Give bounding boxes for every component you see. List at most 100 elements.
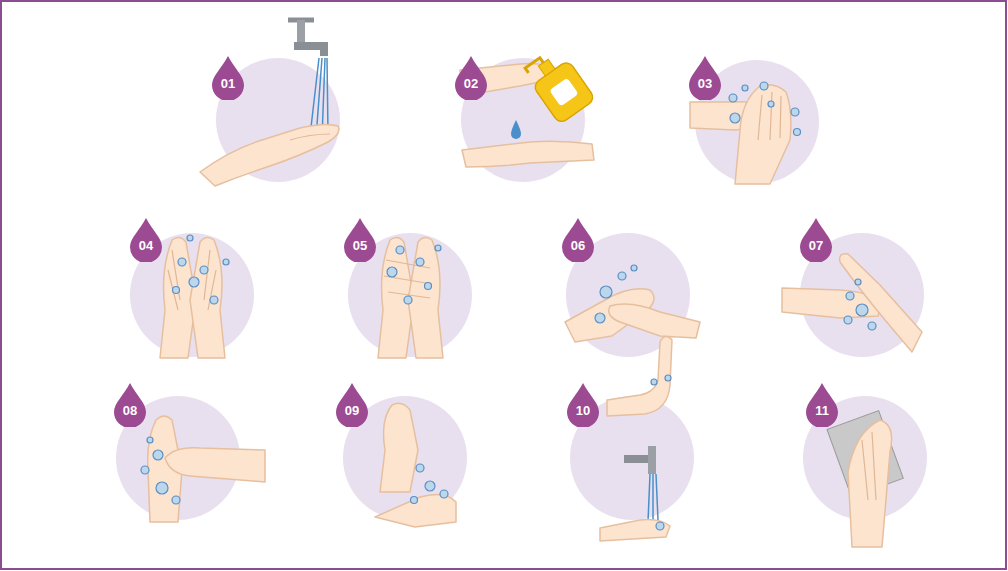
dry-hands [827, 411, 903, 547]
droplet-outline [562, 218, 594, 262]
step-number: 06 [562, 238, 594, 254]
bubble [153, 450, 163, 460]
bubble [223, 259, 229, 265]
rub-finger-backs [565, 265, 700, 342]
hand [609, 304, 700, 338]
droplet-outline [567, 383, 599, 427]
bubble [416, 464, 424, 472]
bubble [387, 267, 397, 277]
bubble [600, 286, 612, 298]
hand [848, 420, 892, 547]
droplet-outline [806, 383, 838, 427]
bubble [595, 313, 605, 323]
bubble [729, 94, 737, 102]
bubble [147, 437, 153, 443]
bubble [411, 497, 418, 504]
rub-thumbs [782, 254, 922, 352]
hand [165, 448, 265, 482]
step-droplet: 10 [567, 383, 599, 427]
hand [375, 494, 456, 527]
bubble [172, 496, 180, 504]
bubble [178, 258, 186, 266]
rub-wrists [375, 403, 456, 527]
bubble [868, 322, 876, 330]
bubble [435, 245, 441, 251]
tap-water [200, 20, 339, 186]
bubble [651, 379, 657, 385]
bubble [396, 246, 404, 254]
hand [735, 85, 791, 184]
droplet-outline [130, 218, 162, 262]
droplet-outline [336, 383, 368, 427]
bottle-nozzle [525, 58, 543, 73]
step-number: 10 [567, 403, 599, 419]
droplet-outline [455, 56, 487, 100]
droplet-outline [114, 383, 146, 427]
bubble [156, 482, 168, 494]
step-droplet: 09 [336, 383, 368, 427]
bubble [665, 375, 671, 381]
step-number: 05 [344, 238, 376, 254]
bubble [141, 466, 149, 474]
finger-line [758, 92, 781, 140]
finger-line [168, 250, 216, 310]
bubble [742, 85, 748, 91]
bubble [631, 265, 637, 271]
bubble [173, 287, 180, 294]
hand [380, 403, 418, 492]
rub-palms [160, 235, 229, 358]
step-number: 11 [806, 403, 838, 419]
hand [462, 141, 594, 167]
bubble [794, 129, 801, 136]
water-stream [648, 474, 658, 522]
rub-fingertips [141, 416, 265, 522]
bubble [855, 279, 861, 285]
bubble [200, 266, 208, 274]
bubble [189, 277, 199, 287]
bubble [656, 522, 664, 530]
bubble [730, 113, 740, 123]
step-droplet: 01 [212, 56, 244, 100]
finger-line [384, 260, 432, 298]
droplet-outline [212, 56, 244, 100]
bubble [404, 296, 412, 304]
step-number: 02 [455, 76, 487, 92]
droplet-outline [800, 218, 832, 262]
step-droplet: 02 [455, 56, 487, 100]
step-droplet: 04 [130, 218, 162, 262]
hand [378, 237, 414, 358]
rinse [600, 336, 672, 541]
bubble [187, 235, 193, 241]
step-number: 08 [114, 403, 146, 419]
rub-between-fingers [378, 237, 443, 358]
hand [600, 520, 670, 541]
droplet-outline [689, 56, 721, 100]
soap-apply [460, 45, 596, 167]
bubble [210, 296, 218, 304]
step-disc [130, 233, 254, 357]
bubble [856, 304, 868, 316]
bubble [844, 316, 852, 324]
soap-drop [511, 120, 521, 139]
step-droplet: 08 [114, 383, 146, 427]
bubble [440, 490, 448, 498]
step-number: 01 [212, 76, 244, 92]
step-droplet: 03 [689, 56, 721, 100]
finger-line [290, 134, 330, 140]
step-droplet: 11 [806, 383, 838, 427]
bubble [846, 292, 854, 300]
bubble [791, 108, 799, 116]
bottle-body [532, 60, 596, 125]
bubble [416, 258, 424, 266]
tap-body [648, 446, 656, 474]
step-number: 07 [800, 238, 832, 254]
hand [200, 124, 339, 186]
arm [607, 336, 672, 416]
step-number: 04 [130, 238, 162, 254]
step-discs [116, 58, 927, 520]
step-droplet: 06 [562, 218, 594, 262]
bubble [425, 283, 432, 290]
